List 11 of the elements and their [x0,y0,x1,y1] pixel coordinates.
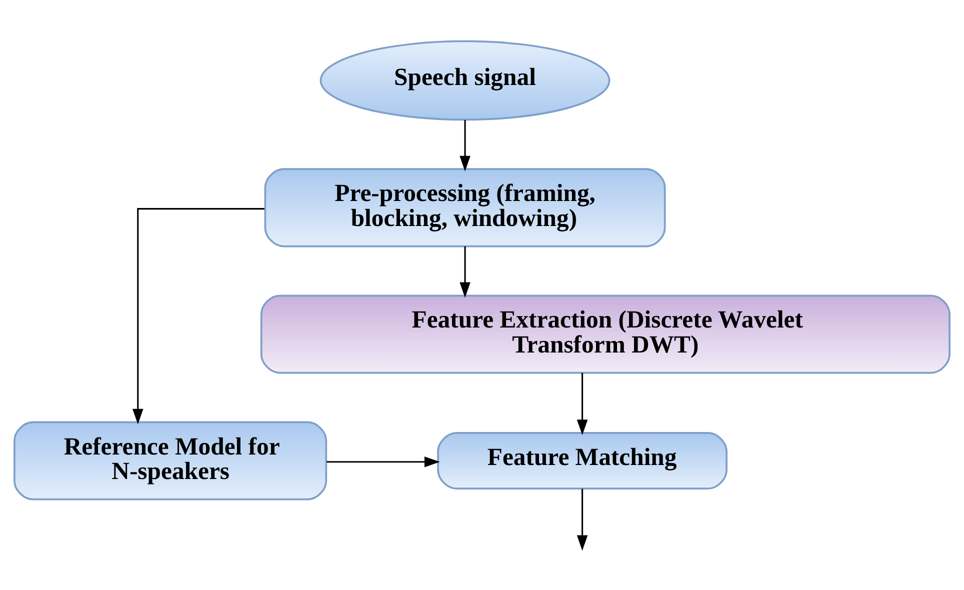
arrow [460,120,470,171]
node-box: Feature Extraction (Discrete Wavelet Transform DWT) [260,294,950,374]
arrow [576,488,588,550]
arrow [326,456,440,467]
arrow [576,372,588,435]
arrow [132,208,264,424]
node-ellipse: Speech signal [320,40,610,120]
arrow [460,246,470,298]
node-box: Feature Matching [437,432,728,489]
node-box: Pre-processing (framing, blocking, windowing) [264,168,666,247]
node-box: Reference Model for N-speakers [14,420,328,500]
